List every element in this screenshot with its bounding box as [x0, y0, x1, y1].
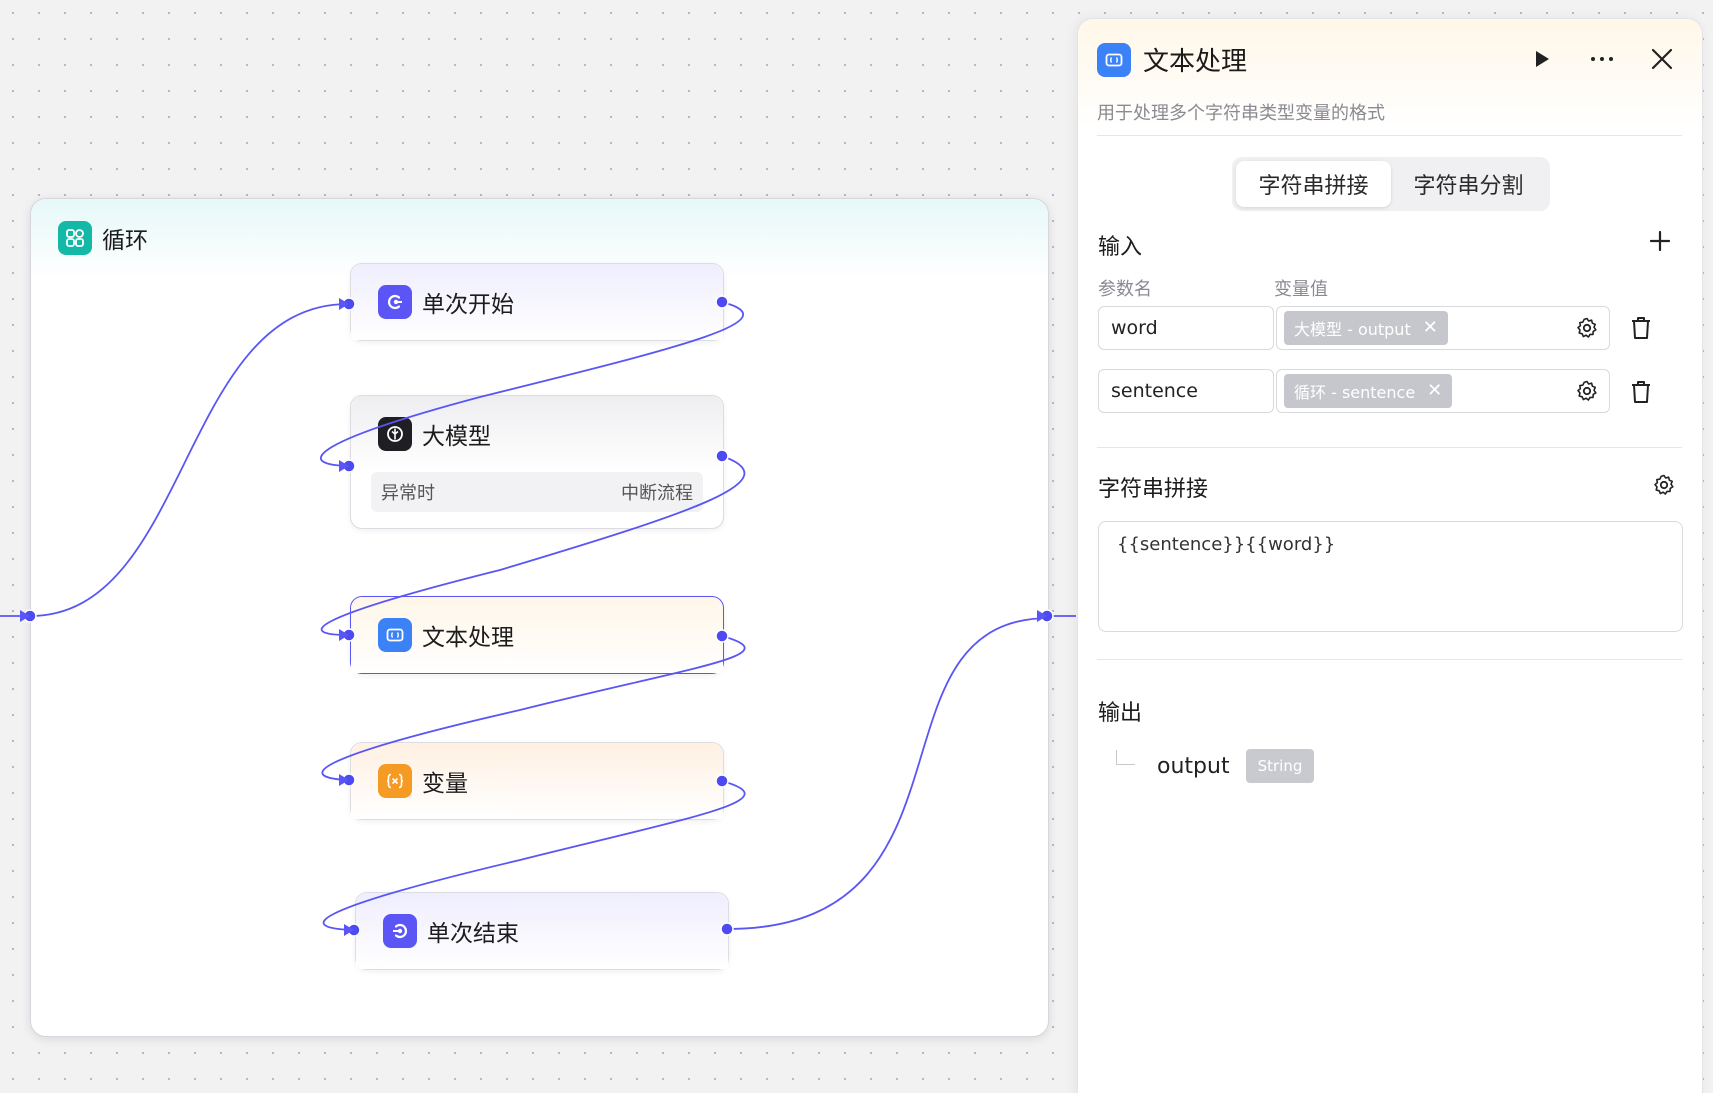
- arrow-icon: [1037, 610, 1047, 622]
- workflow-edges: [0, 295, 1076, 937]
- edge-end-to-loop: [726, 617, 1051, 930]
- panel-title[interactable]: 文本处理: [1143, 47, 1248, 77]
- node-title: 单次开始: [422, 292, 514, 318]
- edge-llm-to-text: [320, 455, 746, 636]
- param-name-input[interactable]: sentence: [1098, 369, 1274, 413]
- workflow-canvas[interactable]: 循环 单次开始 大模型 异常时 中断流程 文本处理: [0, 0, 1080, 1093]
- arrow-icon: [344, 924, 354, 936]
- variable-ref-tag: 循环 - sentence ✕: [1284, 374, 1453, 408]
- node-title: 单次结束: [427, 921, 519, 947]
- delete-icon[interactable]: [1628, 379, 1654, 405]
- edge-var-to-end: [322, 780, 746, 931]
- divider: [1097, 659, 1682, 660]
- error-handling-label: 异常时: [381, 483, 435, 504]
- node-text-process[interactable]: 文本处理: [350, 596, 724, 674]
- edge-loop-to-start: [29, 303, 349, 617]
- delete-icon[interactable]: [1628, 315, 1654, 341]
- arrow-icon: [20, 610, 30, 622]
- panel-actions: [1526, 43, 1678, 75]
- tree-connector: [1116, 749, 1135, 765]
- node-config-panel: 文本处理 用于处理多个字符串类型变量的格式 字符串拼接 字符串分割 输入 参数名…: [1077, 18, 1703, 1093]
- remove-tag-icon[interactable]: ✕: [1427, 380, 1443, 401]
- variable-icon: [378, 764, 412, 798]
- text-process-icon: [378, 618, 412, 652]
- loop-title: 循环: [102, 228, 148, 254]
- port-end-out: [720, 922, 734, 936]
- error-handling-row[interactable]: 异常时 中断流程: [371, 472, 703, 512]
- arrow-icon: [339, 629, 349, 641]
- concat-section-title: 字符串拼接: [1098, 477, 1209, 502]
- panel-header: [1078, 19, 1702, 129]
- run-button[interactable]: [1526, 43, 1558, 75]
- output-name: output: [1157, 753, 1230, 779]
- loop-end-icon: [383, 914, 417, 948]
- remove-tag-icon[interactable]: ✕: [1422, 317, 1438, 338]
- node-loop-end[interactable]: 单次结束: [355, 892, 729, 970]
- more-button[interactable]: [1586, 43, 1618, 75]
- variable-ref-tag: 大模型 - output ✕: [1284, 311, 1448, 345]
- param-value-label: 变量值: [1274, 279, 1328, 300]
- divider: [1097, 135, 1682, 136]
- variable-ref-label: 循环 - sentence: [1294, 383, 1416, 402]
- node-title: 大模型: [422, 424, 491, 450]
- loop-icon: [58, 221, 92, 255]
- output-section-title: 输出: [1098, 701, 1143, 726]
- variable-ref-label: 大模型 - output: [1294, 320, 1411, 339]
- param-name-label: 参数名: [1098, 279, 1152, 300]
- arrow-icon: [339, 460, 349, 472]
- tab-string-split[interactable]: 字符串分割: [1413, 174, 1524, 199]
- settings-icon[interactable]: [1652, 473, 1676, 497]
- add-input-button[interactable]: [1644, 225, 1676, 257]
- output-item: output String: [1116, 749, 1315, 783]
- arrow-icon: [339, 298, 349, 310]
- param-value-input[interactable]: 循环 - sentence ✕: [1276, 369, 1610, 413]
- port-start-out: [715, 295, 729, 309]
- llm-icon: [378, 417, 412, 451]
- edge-start-to-llm: [320, 301, 745, 467]
- output-type-badge: String: [1245, 749, 1315, 783]
- panel-description: 用于处理多个字符串类型变量的格式: [1097, 103, 1385, 124]
- plus-icon: [1649, 230, 1671, 252]
- text-process-icon: [1097, 42, 1131, 77]
- mode-tabs: 字符串拼接 字符串分割: [1232, 157, 1550, 211]
- loop-start-icon: [378, 285, 412, 319]
- port-text-out: [715, 629, 729, 643]
- more-icon: [1591, 57, 1613, 61]
- node-title: 文本处理: [422, 625, 514, 651]
- node-title: 变量: [422, 771, 468, 797]
- divider: [1097, 447, 1682, 448]
- tab-string-concat[interactable]: 字符串拼接: [1236, 161, 1391, 207]
- edge-text-to-var: [321, 635, 746, 781]
- port-var-out: [715, 774, 729, 788]
- close-icon: [1651, 48, 1673, 70]
- param-value-input[interactable]: 大模型 - output ✕: [1276, 306, 1610, 350]
- panel-title-row: 文本处理: [1097, 41, 1247, 78]
- param-name-input[interactable]: word: [1098, 306, 1274, 350]
- node-llm[interactable]: 大模型 异常时 中断流程: [350, 395, 724, 529]
- error-handling-value: 中断流程: [621, 483, 693, 504]
- node-variable[interactable]: 变量: [350, 742, 724, 820]
- port-llm-out: [715, 449, 729, 463]
- play-icon: [1536, 51, 1549, 67]
- concat-template-input[interactable]: {{sentence}}{{word}}: [1098, 521, 1683, 632]
- loop-title-row: 循环: [58, 221, 148, 255]
- settings-icon[interactable]: [1575, 379, 1599, 403]
- settings-icon[interactable]: [1575, 316, 1599, 340]
- input-section-title: 输入: [1098, 235, 1143, 260]
- close-button[interactable]: [1646, 43, 1678, 75]
- arrow-icon: [339, 774, 349, 786]
